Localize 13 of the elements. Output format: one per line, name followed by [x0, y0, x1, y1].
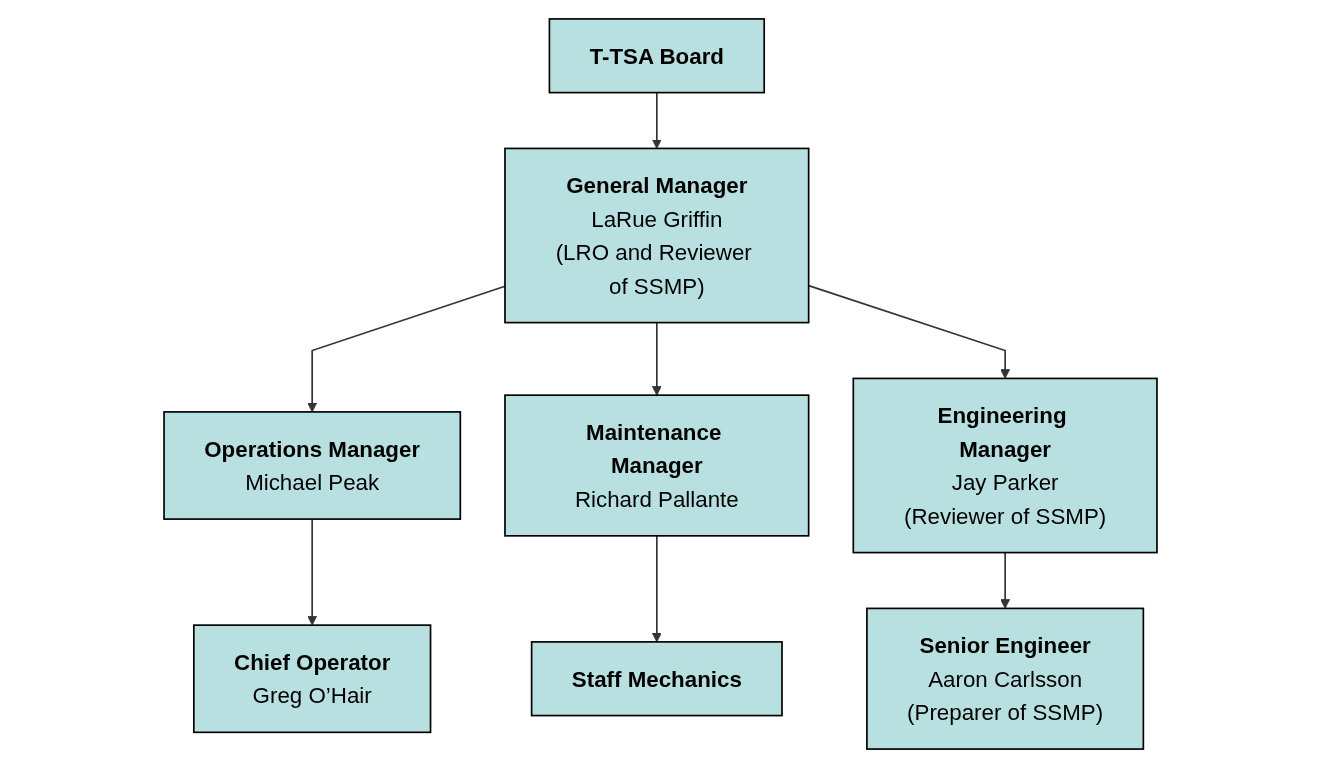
- arrow: [651, 91, 662, 149]
- node-box: Maintenance Manager Richard Pallante: [504, 394, 810, 537]
- arrow: [307, 518, 318, 626]
- node-box: Chief Operator Greg O’Hair: [193, 624, 432, 734]
- node-box: Staff Mechanics: [530, 641, 783, 717]
- arrow: [1000, 551, 1011, 609]
- arrow: [651, 321, 662, 396]
- node-box: Engineering Manager Jay Parker (Reviewer of SSMP): [852, 377, 1158, 554]
- node-box: Operations Manager Michael Peak: [163, 411, 462, 520]
- node-box: T-TSA Board: [548, 18, 766, 94]
- node-box: Senior Engineer Aaron Carlsson (Preparer of SSMP): [866, 607, 1145, 750]
- node-box: General Manager LaRue Griffin (LRO and Reviewer of SSMP): [504, 147, 810, 324]
- arrow: [651, 535, 662, 643]
